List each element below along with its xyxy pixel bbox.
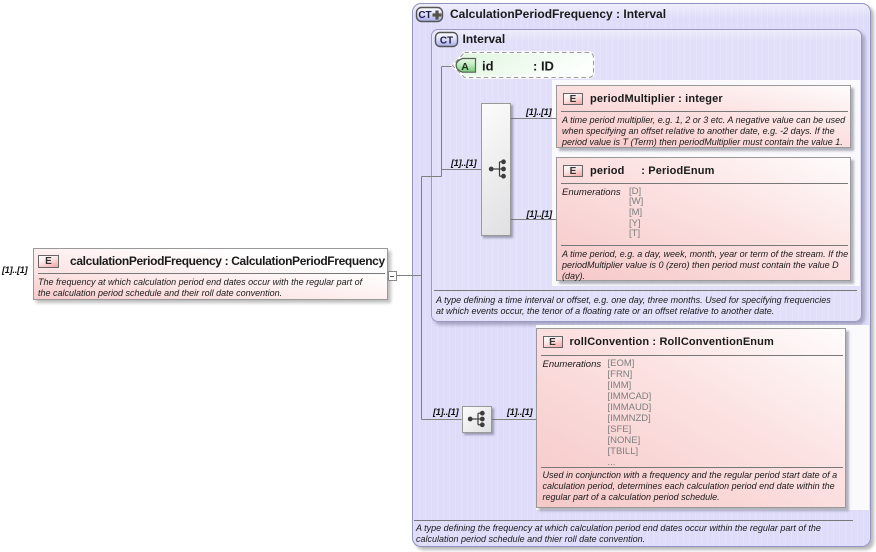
svg-text:id: id: [482, 59, 494, 74]
svg-text:: ID: : ID: [533, 59, 554, 74]
svg-text:CT: CT: [440, 35, 453, 46]
svg-text:CT: CT: [418, 10, 431, 21]
svg-text:A: A: [461, 61, 469, 73]
